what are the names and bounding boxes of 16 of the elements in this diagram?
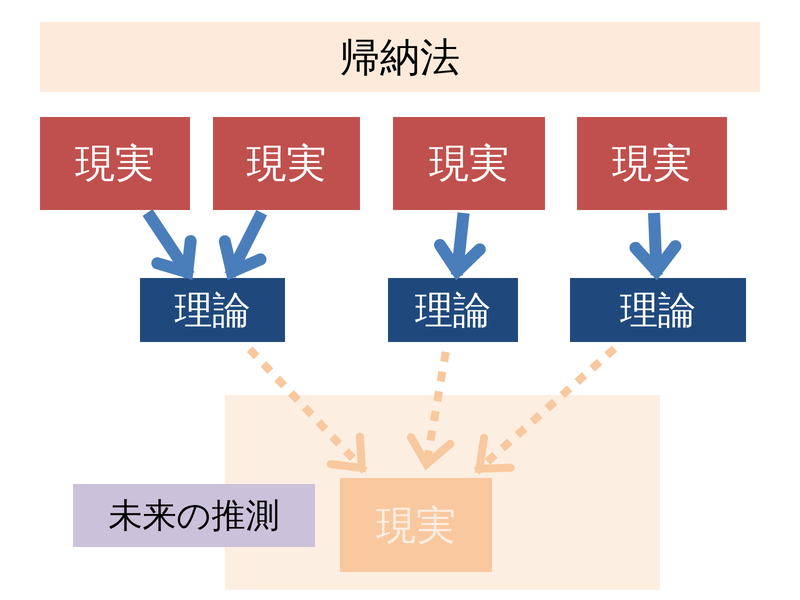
arrow	[142, 209, 197, 279]
arrow	[218, 210, 268, 278]
label-box: 未来の推測	[73, 484, 315, 547]
theory-box: 理論	[140, 278, 285, 342]
reality-box: 現実	[40, 117, 190, 210]
reality-box: 現実	[340, 478, 492, 572]
arrow	[434, 212, 486, 278]
title-band: 帰納法	[40, 22, 760, 92]
theory-box: 理論	[388, 278, 518, 342]
reality-box: 現実	[393, 117, 545, 210]
reality-box: 現実	[213, 117, 360, 210]
arrow	[474, 346, 618, 474]
arrow	[246, 346, 368, 474]
arrow	[406, 351, 454, 469]
theory-box: 理論	[570, 278, 746, 342]
reality-box: 現実	[577, 117, 727, 210]
